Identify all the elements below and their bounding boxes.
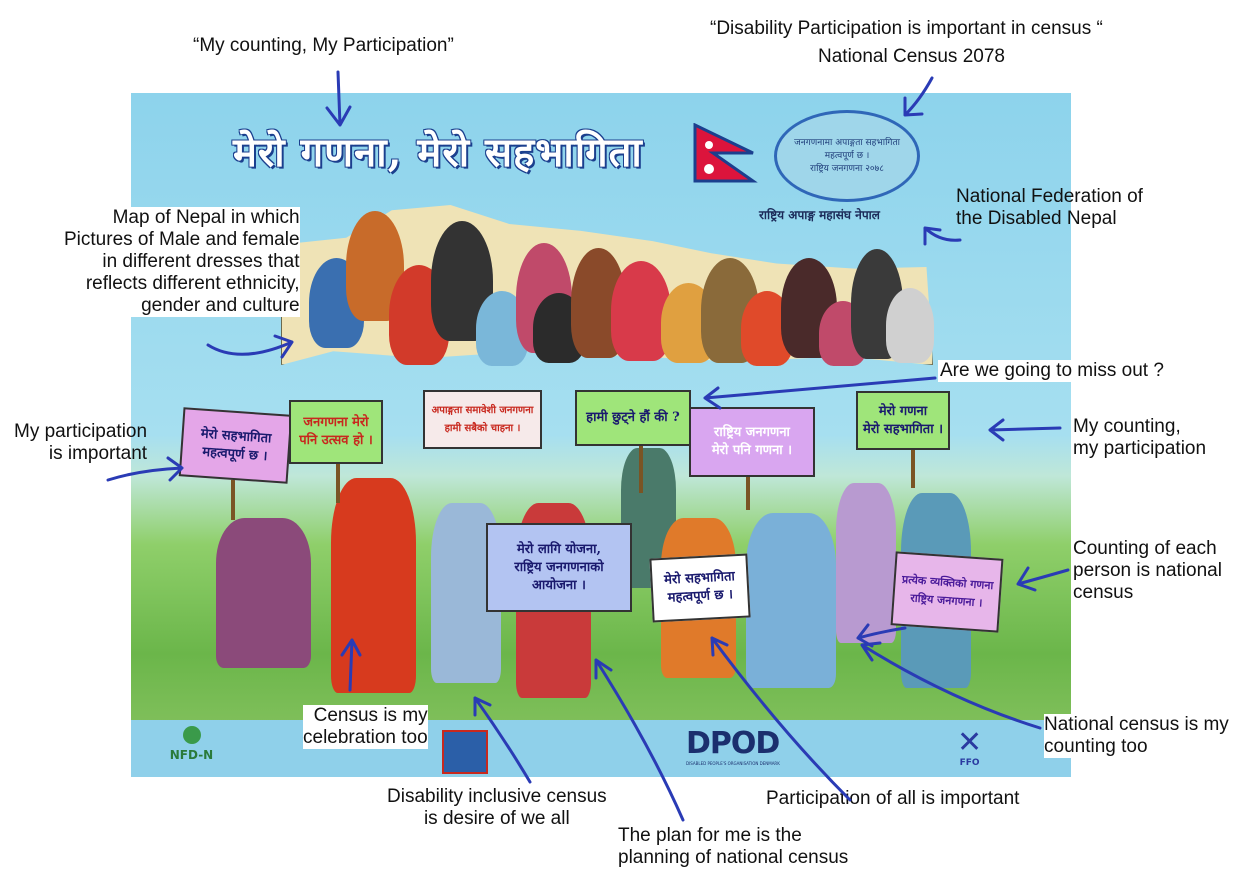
sign-my-counting: मेरो गणना मेरो सहभागिता ।	[856, 391, 950, 450]
poster-footer: NFD-N DPOD DISABLED PEOPLE'S ORGANISATIO…	[131, 720, 1071, 777]
sign-plan-for-me: मेरो लागि योजना, राष्ट्रिय जनगणनाको आयोज…	[486, 523, 632, 612]
arrow-map	[206, 334, 294, 359]
annotation-miss-out: Are we going to miss out ?	[938, 360, 1166, 382]
dpod-sub-label: DISABLED PEOPLE'S ORGANISATION DENMARK	[686, 761, 780, 766]
annotation-my-counting-quote: “My counting, My Participation”	[193, 35, 454, 56]
annotation-federation: National Federation of the Disabled Nepa…	[956, 186, 1143, 229]
seal-line-2: महत्वपूर्ण छ ।	[824, 150, 870, 161]
sign-disability-inclusive: अपाङ्गता समावेशी जनगणना हामी सबैको चाहना…	[423, 390, 542, 449]
annotation-counting-each: Counting of each person is national cens…	[1073, 538, 1222, 603]
annotation-celebration: Census is my celebration too	[303, 705, 428, 749]
dpod-logo: DPOD DISABLED PEOPLE'S ORGANISATION DENM…	[686, 726, 780, 766]
organization-name: राष्ट्रिय अपाङ्ग महासंघ नेपाल	[759, 208, 880, 222]
ffo-label: FFO	[959, 758, 980, 768]
arrow-national-census-counting	[860, 641, 1042, 730]
ffo-logo: ✕ FFO	[957, 725, 983, 769]
seal-line-3: राष्ट्रिय जनगणना २०७८	[810, 163, 884, 174]
arrow-plan	[594, 658, 685, 822]
census-logo-icon	[442, 730, 488, 774]
census-poster: मेरो गणना, मेरो सहभागिता जनगणनामा अपाङ्ग…	[131, 93, 1071, 777]
annotation-map-description: Map of Nepal in which Pictures of Male a…	[64, 207, 300, 317]
annotation-plan: The plan for me is the planning of natio…	[618, 825, 849, 868]
sign-census-celebration: जनगणना मेरो पनि उत्सव हो ।	[289, 400, 383, 464]
arrow-my-counting	[988, 418, 1062, 442]
arrow-my-participation	[106, 456, 184, 482]
census-seal: जनगणनामा अपाङ्गता सहभागिता महत्वपूर्ण छ …	[774, 110, 920, 202]
annotation-my-participation: My participation is important	[14, 421, 148, 464]
annotation-national-census: National Census 2078	[818, 46, 1005, 67]
annotation-my-counting: My counting, my participation	[1073, 416, 1207, 459]
arrow-counting-each	[1016, 566, 1070, 592]
poster-title: मेरो गणना, मेरो सहभागिता	[233, 129, 643, 176]
annotation-disability-quote: “Disability Participation is important i…	[710, 18, 1103, 39]
arrow-participation-all	[710, 636, 852, 802]
nfdn-logo: NFD-N	[169, 726, 214, 762]
arrow-seal	[903, 76, 934, 117]
annotation-national-census-counting: National census is my counting too	[1044, 714, 1249, 758]
arrow-title	[325, 70, 352, 127]
seal-line-1: जनगणनामा अपाङ्गता सहभागिता	[794, 137, 900, 148]
ffo-x-icon: ✕	[957, 725, 983, 760]
dpod-label: DPOD	[686, 726, 780, 761]
annotation-participation-all: Participation of all is important	[766, 788, 1020, 809]
arrow-inclusive	[473, 696, 532, 784]
annotation-inclusive: Disability inclusive census is desire of…	[387, 786, 607, 829]
arrow-celebration	[340, 638, 362, 692]
nepal-flag-icon	[693, 123, 758, 183]
nfdn-label: NFD-N	[169, 748, 214, 762]
sign-national-census: राष्ट्रिय जनगणना मेरो पनि गणना ।	[689, 407, 815, 477]
arrow-miss-out	[703, 376, 937, 410]
arrow-federation	[923, 226, 962, 246]
arrow-crowd	[856, 623, 907, 648]
sign-miss-out: हामी छुट्ने हौं की ?	[575, 390, 691, 446]
nfdn-emblem-icon	[182, 726, 201, 744]
